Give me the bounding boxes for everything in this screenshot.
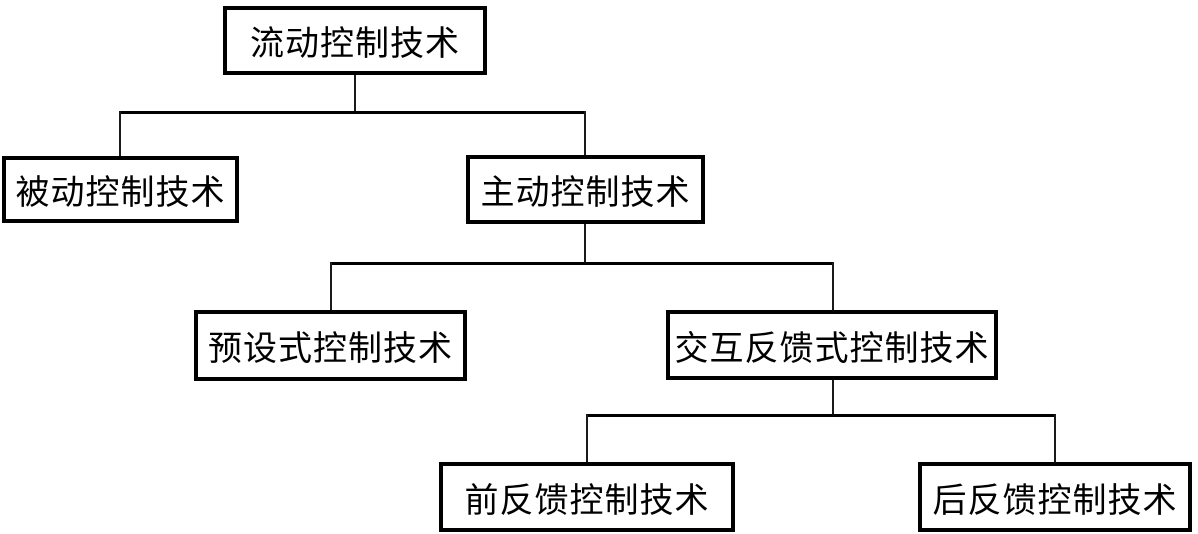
connector-to-interactive	[832, 262, 834, 310]
node-label: 后反馈控制技术	[932, 480, 1178, 521]
connector-to-backfeed	[1054, 414, 1056, 462]
node-label: 主动控制技术	[480, 173, 691, 213]
node-passive-control-tech: 被动控制技术	[2, 156, 239, 223]
node-label: 预设式控制技术	[208, 329, 453, 369]
connector-level2-bar	[330, 262, 834, 265]
connector-to-active	[584, 111, 586, 155]
node-preset-control-tech: 预设式控制技术	[194, 310, 467, 381]
node-label: 流动控制技术	[250, 24, 460, 64]
connector-to-passive	[119, 111, 121, 156]
connector-interactive-stem	[832, 380, 834, 415]
connector-active-stem	[584, 224, 586, 263]
connector-level3-bar	[586, 414, 1056, 417]
connector-to-feedforward	[586, 414, 588, 462]
node-label: 交互反馈式控制技术	[674, 328, 990, 369]
node-active-control-tech: 主动控制技术	[466, 155, 705, 224]
node-feedforward-control-tech: 前反馈控制技术	[439, 462, 735, 532]
connector-level1-bar	[119, 111, 586, 114]
node-label: 被动控制技术	[15, 173, 226, 213]
node-back-feedback-control-tech: 后反馈控制技术	[918, 462, 1192, 532]
node-flow-control-tech: 流动控制技术	[223, 6, 487, 75]
node-label: 前反馈控制技术	[464, 480, 710, 521]
connector-root-stem	[354, 75, 356, 113]
node-interactive-feedback-control-tech: 交互反馈式控制技术	[666, 310, 998, 380]
connector-to-preset	[330, 262, 332, 310]
